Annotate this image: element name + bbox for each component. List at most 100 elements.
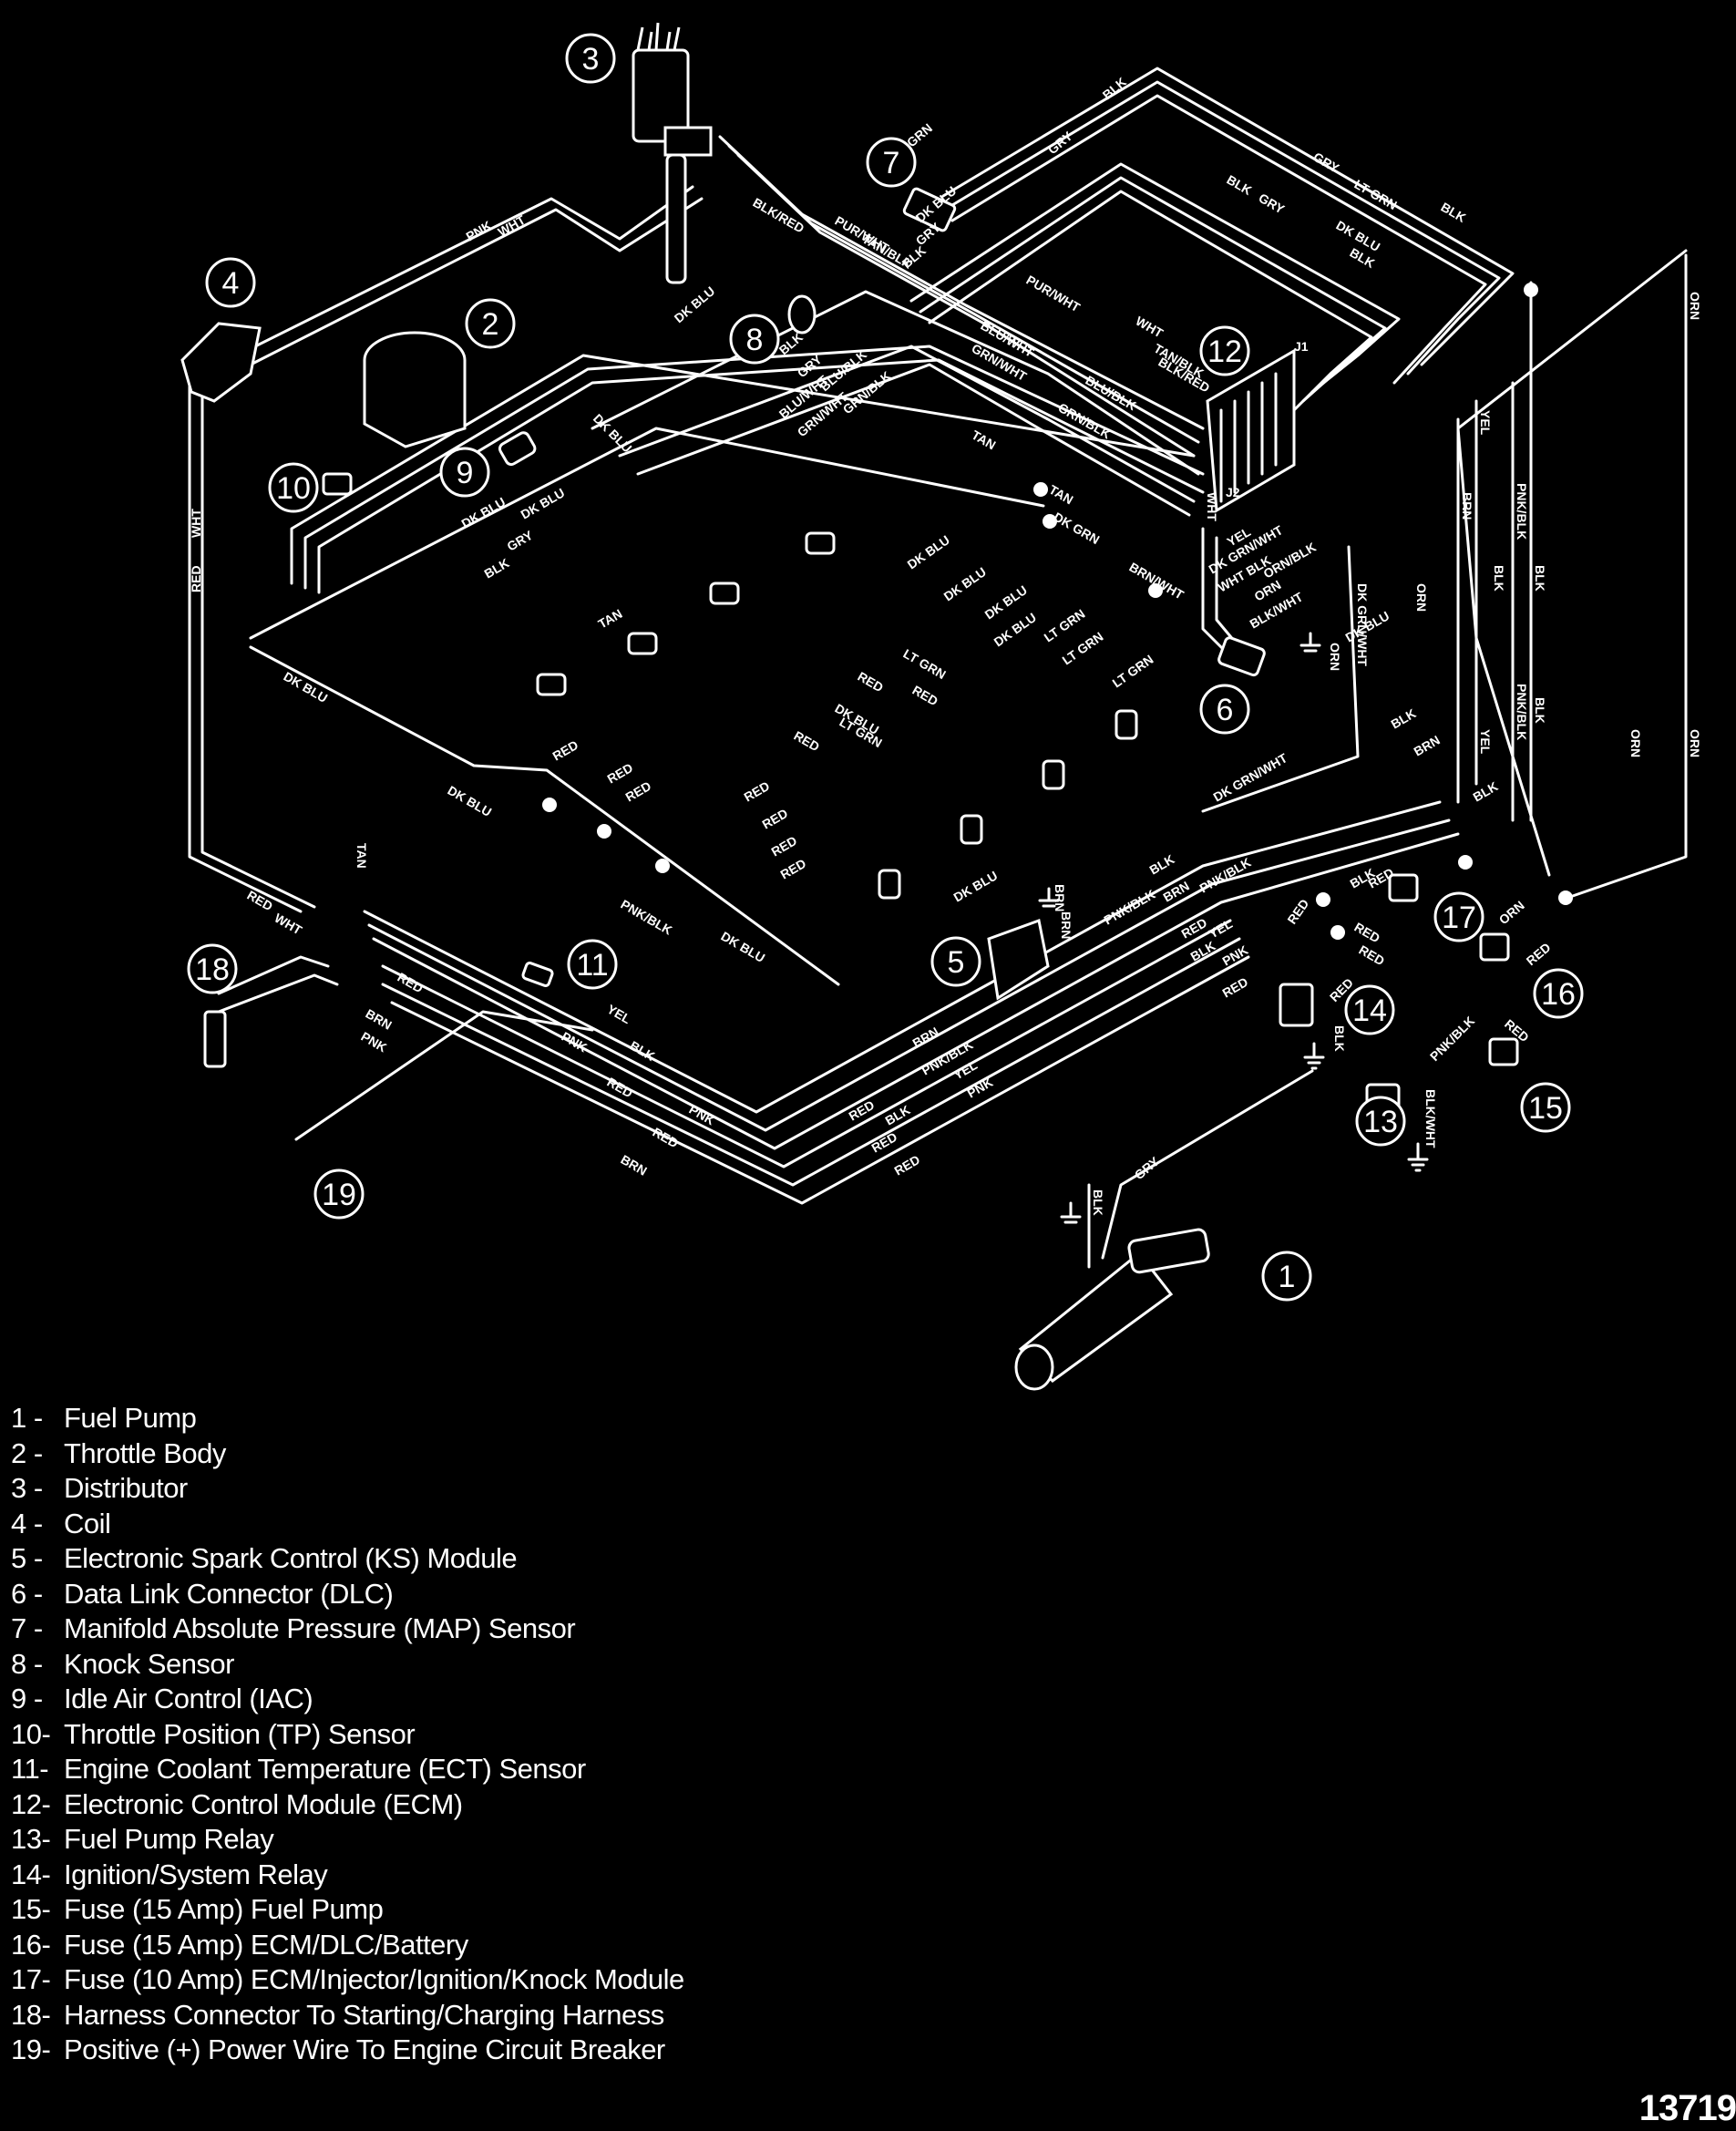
wire-label: BLK xyxy=(1100,75,1129,103)
fuse-15-component xyxy=(1488,1037,1519,1066)
legend-number: 13- xyxy=(11,1823,51,1855)
wire-label: BRN xyxy=(1161,879,1192,905)
wire-label: PNK xyxy=(687,1102,718,1128)
junction xyxy=(1558,890,1573,905)
wire-label: RED xyxy=(760,806,791,832)
wire-label: GRY xyxy=(1257,190,1288,217)
wire-label: DK BLU xyxy=(282,669,331,705)
legend-label: Fuse (10 Amp) ECM/Injector/Ignition/Knoc… xyxy=(64,1963,684,1995)
wire-label: RED xyxy=(1179,915,1210,942)
wire-label: BLK/RED xyxy=(751,195,807,236)
wire-left-harness-1 xyxy=(290,354,1196,585)
wire-label: RED xyxy=(769,833,800,860)
legend-label: Throttle Position (TP) Sensor xyxy=(64,1717,416,1750)
callout-8: 8 xyxy=(729,314,780,365)
legend-label: Positive (+) Power Wire To Engine Circui… xyxy=(64,2033,665,2065)
wire-label: TAN xyxy=(596,606,625,632)
wire-label: RED xyxy=(910,683,941,709)
svg-text:12: 12 xyxy=(1207,335,1242,369)
wire-dlc-dk-grn-wht xyxy=(1201,545,1360,813)
throttle-body-component xyxy=(363,331,467,448)
svg-text:7: 7 xyxy=(883,146,900,180)
svg-text:2: 2 xyxy=(482,307,499,342)
wire-label: RED xyxy=(742,778,773,805)
wire-label: BRN xyxy=(1460,492,1474,520)
junction xyxy=(1330,925,1345,940)
legend-item: 5 -Electronic Spark Control (KS) Module xyxy=(11,1541,684,1577)
wire-label: PNK xyxy=(965,1075,996,1101)
callouts: 1 2 3 4 5 6 7 8 9 10 11 12 13 14 15 16 1… xyxy=(187,33,1584,1302)
wire-label: PNK/BLK xyxy=(1102,887,1158,928)
legend-item: 8 -Knock Sensor xyxy=(11,1647,684,1683)
wire-label: DK BLU xyxy=(719,929,768,965)
wire-harness18-1 xyxy=(217,955,330,995)
wire-coil-trunk-a xyxy=(188,358,303,913)
legend-item: 3 -Distributor xyxy=(11,1471,684,1507)
wire-label: BLK xyxy=(1533,697,1547,724)
legend-number: 3 - xyxy=(11,1472,43,1504)
wire-label: WHT xyxy=(272,911,305,938)
wire-label: BLK xyxy=(482,555,512,581)
wire-label: DK BLU xyxy=(672,283,718,325)
wire-injector-harness-2 xyxy=(618,345,1196,503)
callout-6: 6 xyxy=(1199,684,1250,735)
legend-label: Harness Connector To Starting/Charging H… xyxy=(64,1998,664,2031)
legend-number: 17- xyxy=(11,1963,51,1995)
wire-label: BLU/BLK xyxy=(1084,373,1139,414)
legend-number: 6 - xyxy=(11,1577,43,1610)
legend-number: 19- xyxy=(11,2033,51,2065)
legend-item: 13-Fuel Pump Relay xyxy=(11,1822,684,1858)
wire-top-loop-3 xyxy=(950,94,1487,385)
wire-label: ORN xyxy=(1688,729,1702,757)
wire-coil-distributor-wht xyxy=(249,197,704,366)
wire-label: RED xyxy=(550,737,581,764)
legend-number: 10- xyxy=(11,1717,51,1750)
wire-label: BLK xyxy=(1439,200,1469,225)
wire-label: RED xyxy=(778,856,809,882)
injector xyxy=(878,869,901,900)
legend-item: 6 - Data Link Connector (DLC) xyxy=(11,1577,684,1612)
svg-text:11: 11 xyxy=(576,948,608,983)
wiring-diagram: PNK WHT BLK/RED PUR/WHT TAN/BLK GRY BLK … xyxy=(180,22,1702,1391)
wire-mid-loop-3 xyxy=(928,190,1373,412)
ground-symbols xyxy=(1038,632,1429,1224)
callout-12: 12 xyxy=(1199,325,1250,376)
junction xyxy=(655,859,670,873)
wire-left-harness-3 xyxy=(317,358,1205,594)
callout-4: 4 xyxy=(205,257,256,308)
wire-bottom-harness-4 xyxy=(381,919,1232,1168)
svg-text:9: 9 xyxy=(457,456,474,490)
wire-label: PNK/BLK xyxy=(619,897,675,938)
wire-label: RED xyxy=(1357,942,1388,969)
junction xyxy=(1043,514,1057,529)
injector xyxy=(709,582,740,605)
legend-item: 4 -Coil xyxy=(11,1507,684,1542)
callout-19: 19 xyxy=(313,1168,365,1220)
svg-text:15: 15 xyxy=(1528,1091,1563,1126)
legend-label: Electronic Spark Control (KS) Module xyxy=(64,1542,518,1574)
wire-label: BLK/WHT xyxy=(1423,1089,1438,1148)
wire-distributor-ecm-3 xyxy=(736,153,1196,458)
svg-text:18: 18 xyxy=(195,952,230,987)
wire-label: BLK xyxy=(1471,778,1501,804)
svg-text:3: 3 xyxy=(582,42,600,77)
wire-label: WHT xyxy=(496,212,529,240)
legend-item: 7 -Manifold Absolute Pressure (MAP) Sens… xyxy=(11,1611,684,1647)
legend-item: 16-Fuse (15 Amp) ECM/DLC/Battery xyxy=(11,1928,684,1963)
wire-label: DK BLU xyxy=(519,485,568,521)
ignition-relay-component xyxy=(1279,983,1314,1027)
wire-label: DK BLU xyxy=(941,564,990,603)
legend-label: Data Link Connector (DLC) xyxy=(64,1577,394,1610)
svg-text:17: 17 xyxy=(1442,901,1476,935)
injectors xyxy=(536,531,1138,900)
wire-bottom-harness-2 xyxy=(367,818,1451,1132)
wire-coil-distributor-pnk xyxy=(244,185,694,353)
wire-label: YEL xyxy=(605,1002,634,1027)
wire-label: BRN xyxy=(364,1006,395,1033)
legend-label: Fuel Pump xyxy=(64,1402,197,1434)
wire-label: ORN xyxy=(1496,898,1527,927)
dlc-component xyxy=(1217,636,1266,677)
svg-text:6: 6 xyxy=(1217,693,1234,727)
wire-label: BRN xyxy=(1412,733,1443,759)
wire-label: LT GRN xyxy=(1042,606,1088,644)
